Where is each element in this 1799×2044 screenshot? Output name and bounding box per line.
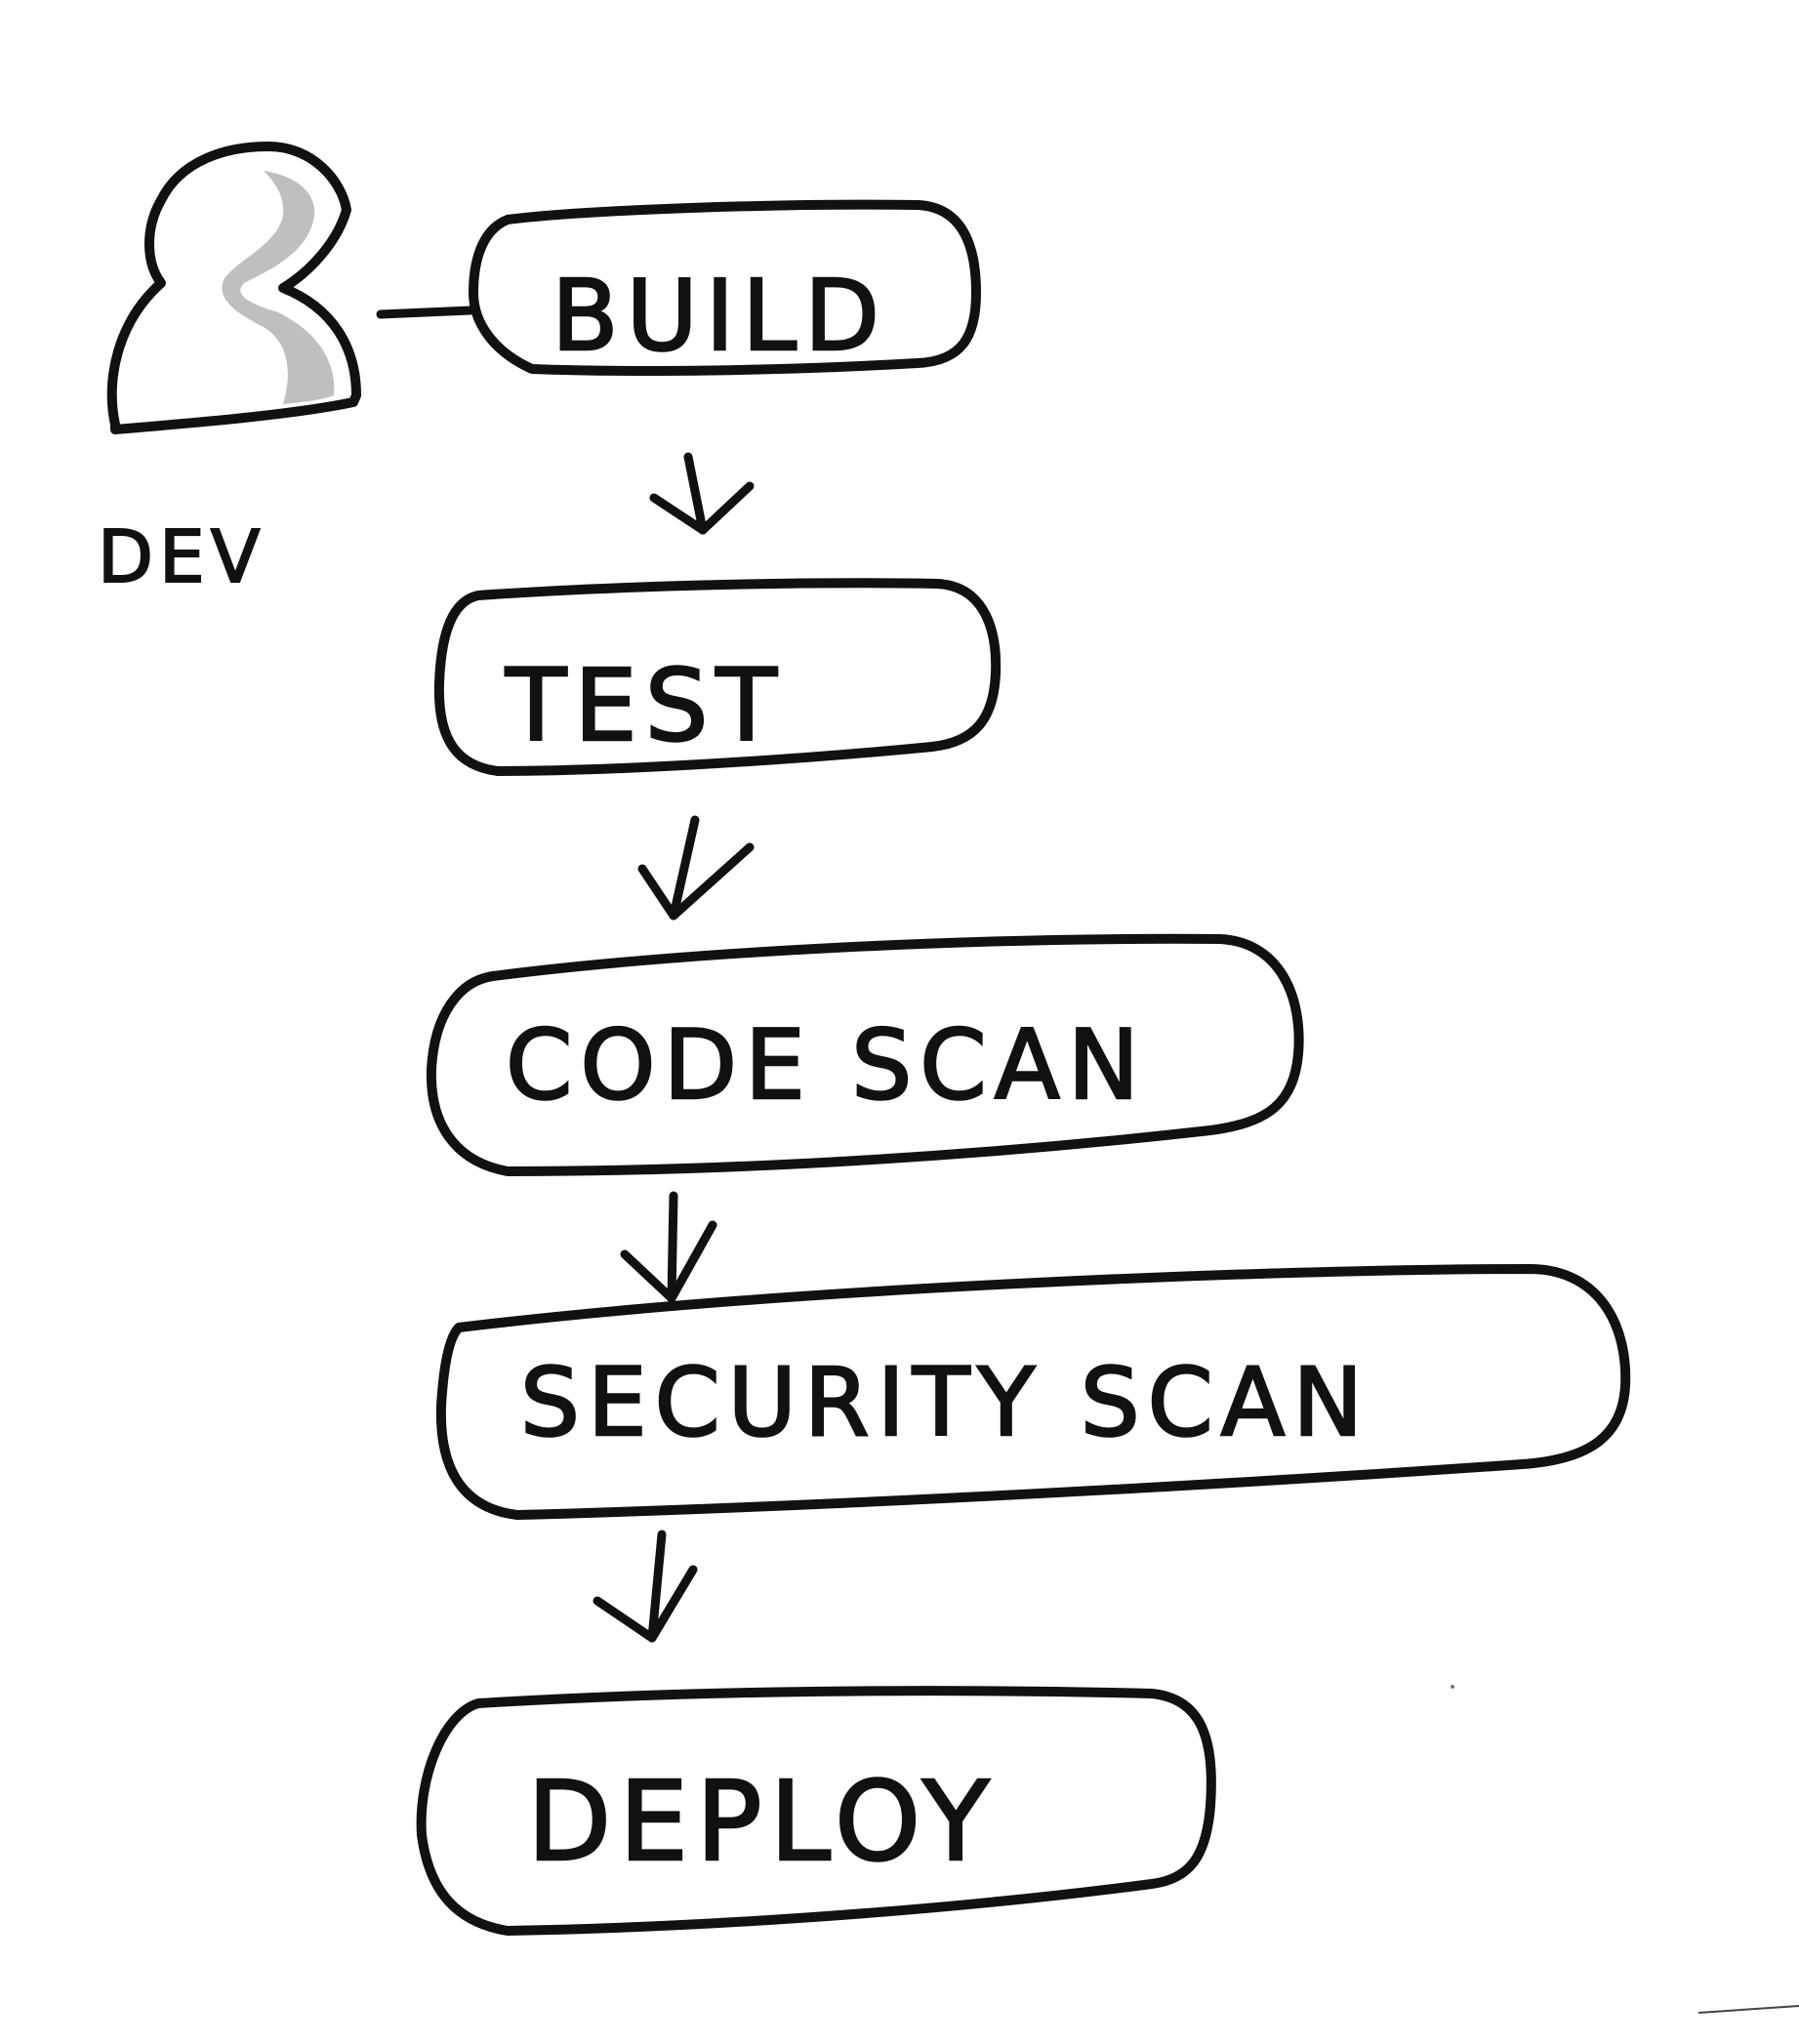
step-code-scan: CODE SCAN (426, 933, 1304, 1176)
arrow-securityscan-to-deploy (593, 1530, 698, 1643)
step-test-label: TEST (505, 648, 785, 764)
arrow-test-to-codescan (637, 815, 755, 920)
person-shading (222, 171, 335, 404)
dev-to-build-connector (376, 306, 475, 319)
step-deploy: DEPLOY (416, 1686, 1216, 1936)
step-build-box (469, 199, 981, 376)
arrow-build-to-test (649, 452, 755, 535)
step-build-label: BUILD (552, 259, 887, 373)
step-build: BUILD (469, 199, 981, 376)
step-code-scan-label: CODE SCAN (506, 1010, 1147, 1122)
step-deploy-label: DEPLOY (527, 1759, 997, 1886)
arrow-codescan-to-securityscan (620, 1191, 717, 1303)
step-security-scan: SECURITY SCAN (435, 1264, 1631, 1520)
step-security-scan-box (435, 1264, 1631, 1520)
step-code-scan-box (426, 933, 1304, 1176)
dev-label: DEV (98, 515, 266, 599)
paper-speck (1451, 1685, 1454, 1689)
step-security-scan-label: SECURITY SCAN (520, 1348, 1370, 1457)
step-test: TEST (433, 578, 1002, 776)
step-test-box (433, 578, 1002, 776)
paper-edge-mark (1697, 2005, 1799, 2014)
dev-actor: DEV (97, 142, 361, 600)
step-deploy-box (416, 1686, 1216, 1936)
